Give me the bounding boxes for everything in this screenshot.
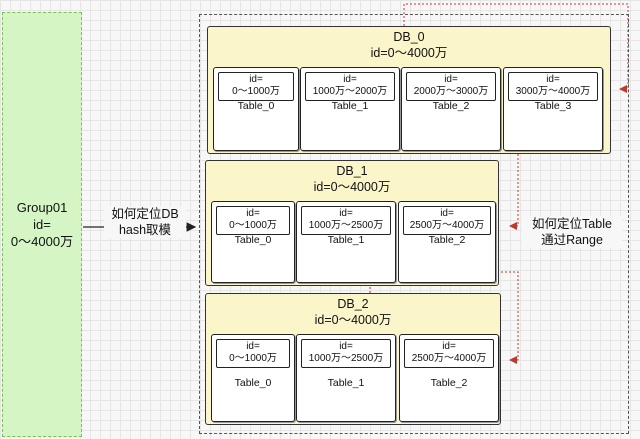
id-label: id=: [440, 208, 454, 219]
range-value: 2000万～3000万: [413, 86, 489, 97]
table-id-range: id=1000万～2000万: [305, 72, 395, 101]
id-label: id=: [339, 341, 353, 352]
table-name: Table_3: [534, 100, 572, 112]
table-name: Table_0: [234, 377, 272, 389]
db-0-table-3: id=3000万～4000万 Table_3: [503, 67, 603, 151]
table-name: Table_1: [331, 100, 369, 112]
table-id-range: id=2000万～3000万: [406, 72, 496, 101]
id-label: id=: [442, 341, 456, 352]
table-id-range: id=2500万～4000万: [404, 339, 494, 368]
db-2-table-2: id=2500万～4000万 Table_2: [399, 334, 499, 422]
id-label: id=: [343, 74, 357, 85]
db-1-table-1: id=1000万～2500万 Table_1: [296, 201, 396, 283]
id-label: id=: [246, 208, 260, 219]
db-0-table-1: id=1000万～2000万 Table_1: [300, 67, 400, 151]
table-id-range: id=0～1000万: [218, 72, 294, 101]
db-2-range: id=0～4000万: [314, 313, 392, 327]
table-id-range: id=3000万～4000万: [508, 72, 598, 101]
range-value: 2500万～4000万: [411, 353, 487, 364]
id-label: id=: [339, 208, 353, 219]
db-1: DB_1 id=0～4000万 id=0～1000万 Table_0 id=10…: [205, 160, 499, 286]
id-label: id=: [546, 74, 560, 85]
id-label: id=: [246, 341, 260, 352]
db-0-range: id=0～4000万: [370, 46, 448, 60]
db-1-table-0: id=0～1000万 Table_0: [211, 201, 295, 283]
range-value: 1000万～2500万: [308, 353, 384, 364]
table-name: Table_0: [237, 100, 275, 112]
db-1-title: DB_1 id=0～4000万: [206, 163, 498, 195]
range-value: 2500万～4000万: [409, 220, 485, 231]
db-2-title: DB_2 id=0～4000万: [206, 296, 500, 328]
locate-table-label: 如何定位Table 通过Range: [522, 216, 622, 248]
locate-table-line1: 如何定位Table: [532, 217, 612, 231]
db-0-name: DB_0: [393, 30, 425, 44]
table-id-range: id=0～1000万: [216, 206, 290, 235]
range-value: 1000万～2000万: [312, 86, 388, 97]
db-2: DB_2 id=0～4000万 id=0～1000万 Table_0 id=10…: [205, 293, 501, 425]
group-title: Group01: [16, 200, 68, 215]
range-value: 0～1000万: [229, 353, 277, 364]
db0-range-connector: [403, 3, 629, 93]
locate-db-label: 如何定位DB hash取模: [104, 206, 186, 238]
db-0-table-2: id=2000万～3000万 Table_2: [401, 67, 501, 151]
db-2-name: DB_2: [337, 297, 369, 311]
table-id-range: id=2500万～4000万: [403, 206, 491, 235]
db-0-table-0: id=0～1000万 Table_0: [213, 67, 299, 151]
table-id-range: id=1000万～2500万: [301, 206, 391, 235]
table-name: Table_1: [327, 234, 365, 246]
db-0-title: DB_0 id=0～4000万: [208, 29, 610, 61]
group-box: Group01 id= 0～4000万: [2, 12, 82, 437]
table-name: Table_2: [430, 377, 468, 389]
db-2-table-1: id=1000万～2500万 Table_1: [296, 334, 396, 422]
range-value: 0～1000万: [232, 86, 280, 97]
db-1-range: id=0～4000万: [313, 180, 391, 194]
locate-db-line1: 如何定位DB: [111, 207, 179, 221]
db-1-name: DB_1: [336, 164, 368, 178]
db-0: DB_0 id=0～4000万 id=0～1000万 Table_0 id=10…: [207, 26, 611, 154]
db-cluster-boundary: [199, 14, 629, 434]
group-range: 0～4000万: [10, 234, 74, 249]
table-id-range: id=1000万～2500万: [301, 339, 391, 368]
db-2-table-0: id=0～1000万 Table_0: [211, 334, 295, 422]
locate-db-line2: hash取模: [118, 223, 172, 237]
range-value: 1000万～2500万: [308, 220, 384, 231]
table-name: Table_2: [432, 100, 470, 112]
range-value: 3000万～4000万: [515, 86, 591, 97]
id-label: id=: [249, 74, 263, 85]
range-value: 0～1000万: [229, 220, 277, 231]
table-name: Table_2: [428, 234, 466, 246]
table-name: Table_1: [327, 377, 365, 389]
db-1-table-2: id=2500万～4000万 Table_2: [398, 201, 496, 283]
id-label: id=: [444, 74, 458, 85]
table-name: Table_0: [234, 234, 272, 246]
table-id-range: id=0～1000万: [216, 339, 290, 368]
locate-table-line2: 通过Range: [541, 233, 603, 247]
group-id-label: id=: [33, 217, 51, 232]
